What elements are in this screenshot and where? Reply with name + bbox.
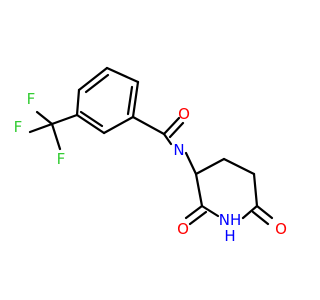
molecule-structure-diagram: O N NH H O O F F F — [14, 66, 287, 245]
hydrogen-atom-ring: H — [224, 227, 235, 245]
nitrogen-atom-amide: N — [173, 141, 184, 159]
oxygen-atom-right: O — [275, 220, 287, 238]
fluorine-atom-1: F — [27, 90, 36, 108]
oxygen-atom-amide: O — [178, 105, 190, 123]
trifluoromethyl-group — [28, 110, 79, 151]
nitrogen-atom-ring: NH — [219, 211, 242, 229]
fluorine-atom-3: F — [57, 150, 66, 168]
benzene-ring — [75, 66, 140, 135]
glutarimide-ring — [184, 157, 274, 226]
oxygen-atom-left: O — [177, 220, 189, 238]
amide-group — [131, 115, 198, 176]
fluorine-atom-2: F — [14, 118, 23, 136]
